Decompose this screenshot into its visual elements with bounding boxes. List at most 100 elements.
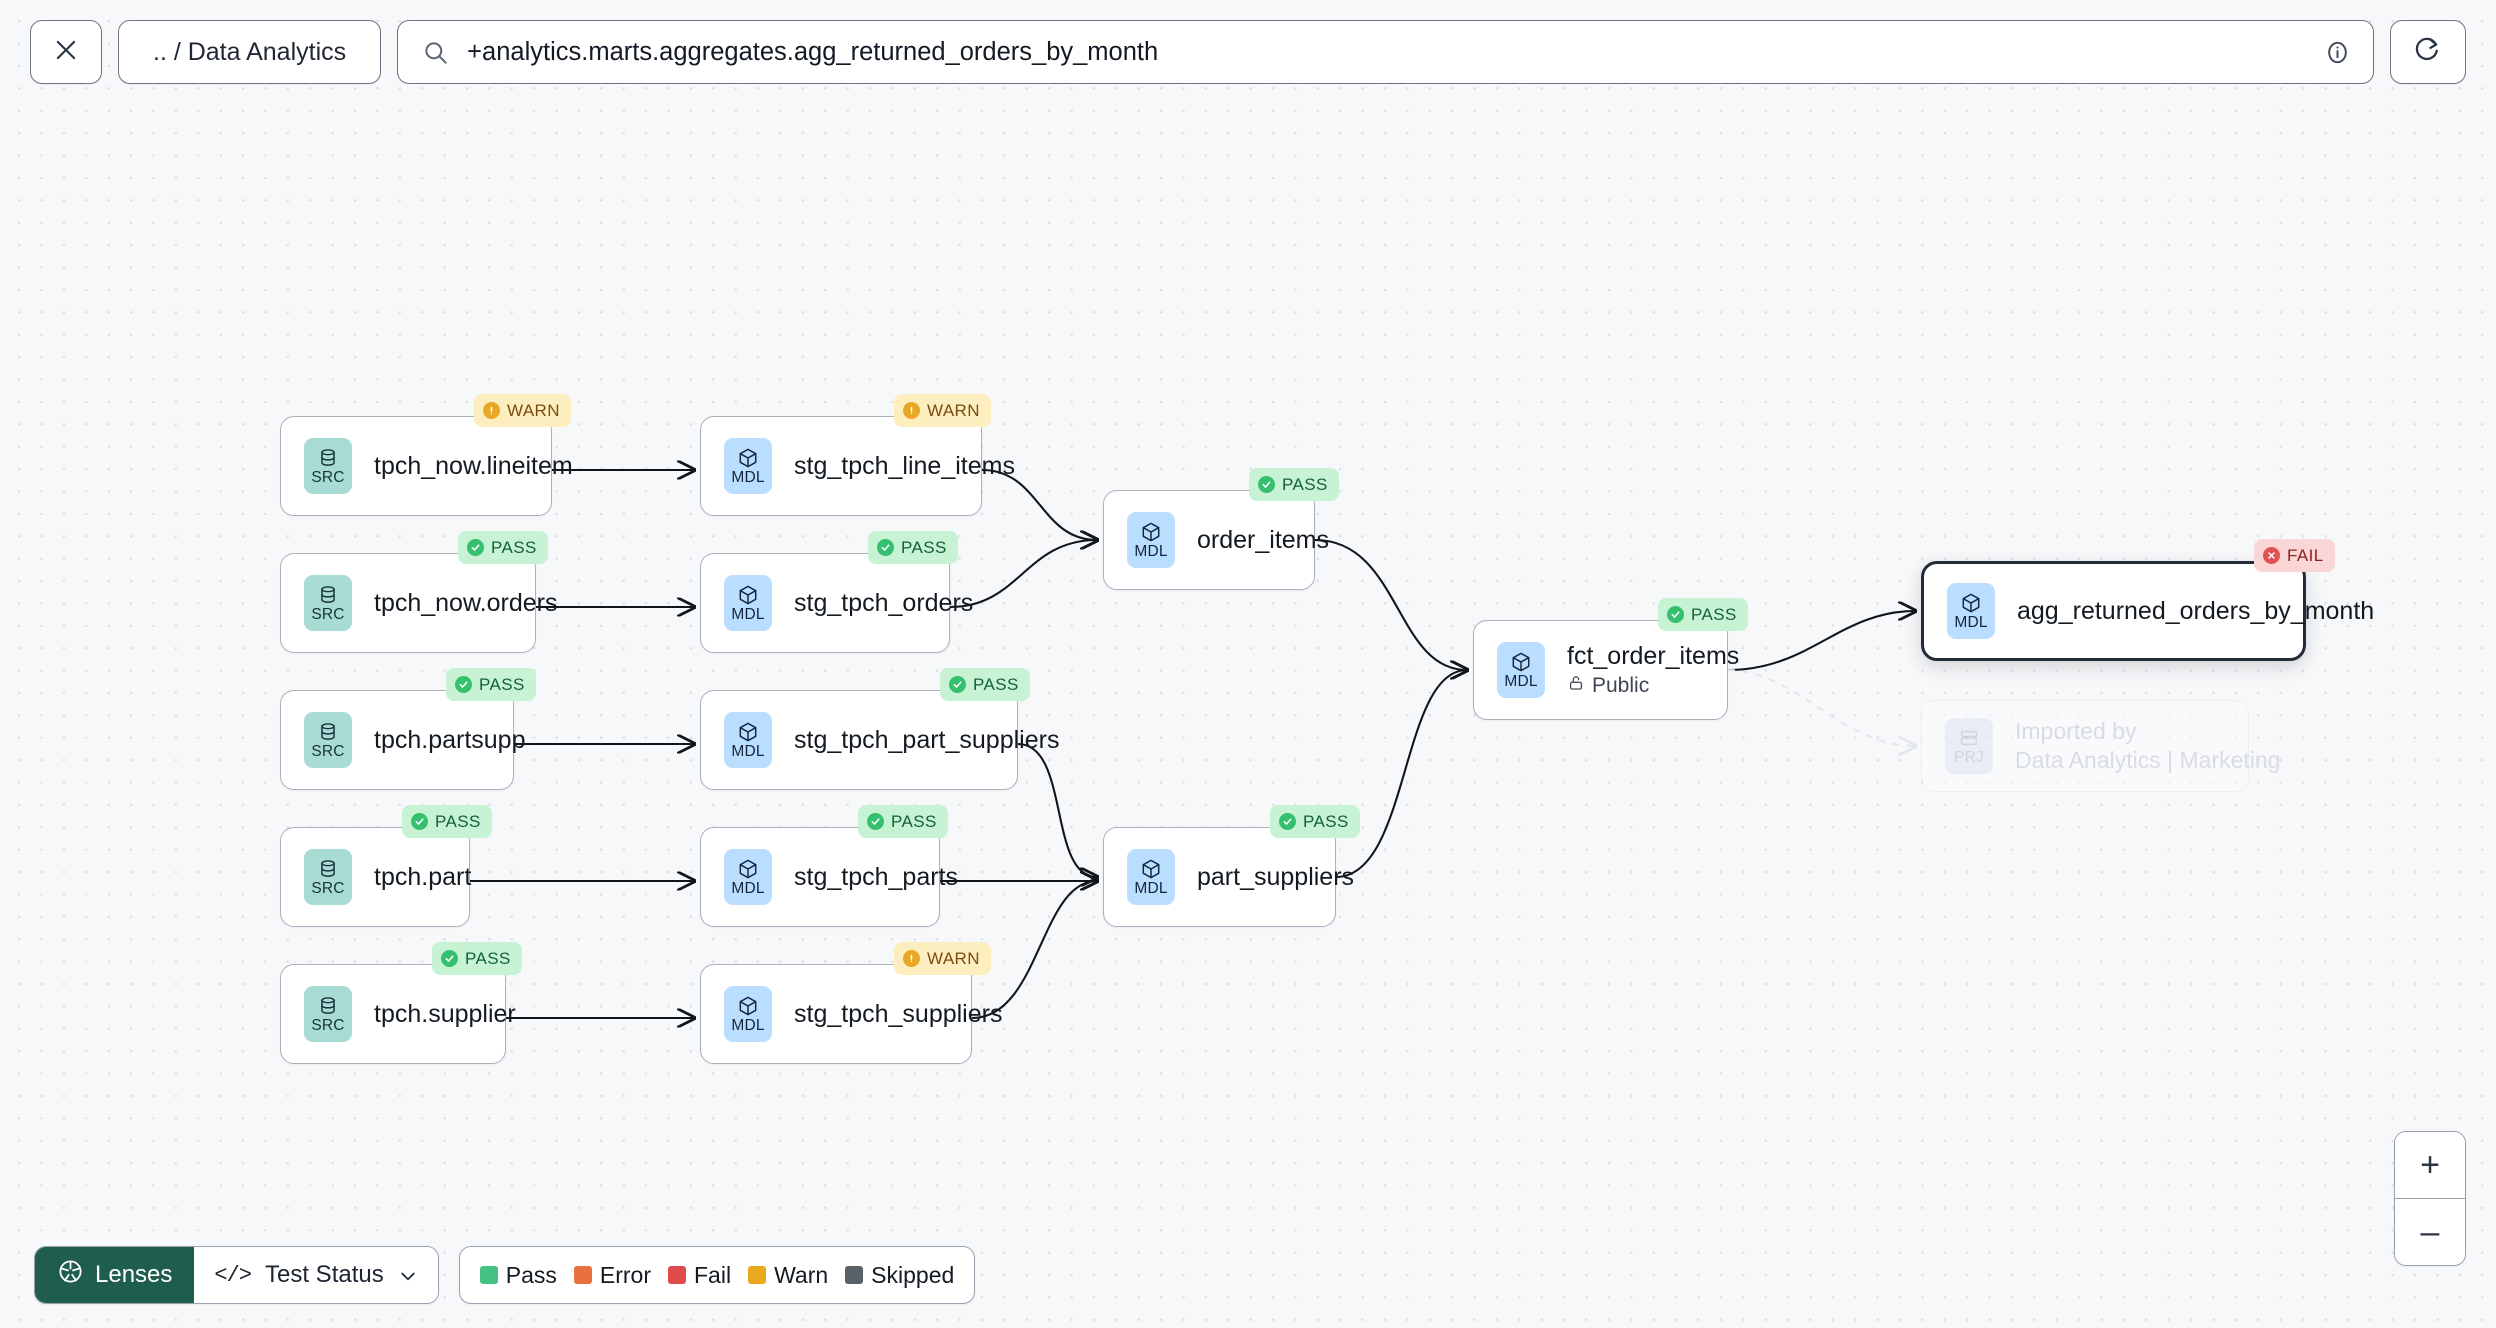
unlock-icon [1567, 674, 1585, 698]
node-label-group: tpch.partsupp [374, 726, 526, 755]
node-title: tpch_now.lineitem [374, 451, 573, 480]
status-pass-icon [949, 676, 966, 693]
node-kind-chip-src: SRC [304, 438, 352, 494]
status-badge-tpch_partsupp: PASS [446, 668, 536, 701]
legend-label: Warn [774, 1261, 829, 1288]
legend-swatch [845, 1266, 864, 1284]
lineage-node-tpch_supplier[interactable]: SRC tpch.supplier [280, 964, 516, 1064]
zoom-out-button[interactable]: – [2395, 1199, 2465, 1265]
status-badge-fct_order_items: PASS [1658, 598, 1748, 631]
node-label-group: stg_tpch_orders [794, 589, 973, 618]
node-kind-label: SRC [311, 879, 345, 897]
node-visibility: Public [1567, 674, 1739, 698]
node-kind-label: MDL [1954, 613, 1988, 631]
node-title: agg_returned_orders_by_month [2017, 596, 2375, 625]
search-icon [422, 39, 449, 66]
node-label-group: stg_tpch_part_suppliers [794, 726, 1059, 755]
status-badge-label: PASS [435, 811, 481, 831]
node-label-group: order_items [1197, 526, 1329, 555]
status-badge-label: PASS [465, 948, 511, 968]
status-legend: Pass Error Fail Warn Skipped [458, 1246, 976, 1304]
node-label-group: stg_tpch_parts [794, 863, 958, 892]
status-badge-label: PASS [891, 811, 937, 831]
node-kind-chip-mdl: MDL [1497, 642, 1545, 698]
node-label-group: tpch_now.lineitem [374, 452, 573, 481]
top-toolbar: .. / Data Analytics +analytics.marts.agg… [0, 0, 2496, 104]
zoom-in-button[interactable]: + [2395, 1131, 2465, 1198]
legend-item-skipped[interactable]: Skipped [845, 1262, 954, 1289]
node-kind-chip-mdl: MDL [1127, 849, 1175, 905]
lineage-node-tpch_partsupp[interactable]: SRC tpch.partsupp [280, 690, 526, 790]
bottom-toolbar: Lenses </> Test Status Pass Error Fail Warn… [34, 1246, 976, 1304]
cube-icon [737, 447, 759, 469]
node-kind-label: SRC [311, 742, 345, 760]
status-badge-label: PASS [491, 537, 537, 557]
legend-label: Error [599, 1261, 651, 1288]
status-badge-label: WARN [927, 948, 980, 968]
node-label-group: tpch_now.orders [374, 589, 557, 618]
legend-item-error[interactable]: Error [573, 1261, 651, 1289]
cube-icon [1140, 858, 1162, 880]
legend-item-fail[interactable]: Fail [668, 1262, 731, 1289]
node-label-group: part_suppliers [1197, 863, 1354, 892]
lineage-node-tpch_now_lineitem[interactable]: SRC tpch_now.lineitem [280, 416, 573, 516]
chevron-down-icon [398, 1265, 418, 1285]
status-badge-label: WARN [507, 400, 560, 420]
node-title: stg_tpch_parts [794, 862, 958, 891]
breadcrumb-button[interactable]: .. / Data Analytics [118, 20, 382, 84]
node-kind-label: MDL [1134, 879, 1168, 897]
lineage-node-tpch_now_orders[interactable]: SRC tpch_now.orders [280, 553, 557, 653]
refresh-button[interactable] [2390, 20, 2466, 84]
cube-icon [737, 858, 759, 880]
node-kind-chip-prj: PRJ [1945, 718, 1993, 774]
lineage-node-agg_returned_orders_by_month[interactable]: MDL agg_returned_orders_by_month [1921, 561, 2374, 661]
node-title: tpch_now.orders [374, 588, 558, 617]
legend-swatch [573, 1266, 592, 1284]
node-kind-chip-mdl: MDL [724, 986, 772, 1042]
lineage-node-part_suppliers[interactable]: MDL part_suppliers [1103, 827, 1354, 927]
cube-icon [737, 995, 759, 1017]
status-badge-tpch_supplier: PASS [432, 942, 522, 975]
node-subtitle: Data Analytics | Marketing [2015, 747, 2281, 774]
status-fail-icon [2263, 547, 2280, 564]
node-label-group: stg_tpch_line_items [794, 452, 1015, 481]
node-kind-label: MDL [731, 605, 765, 623]
legend-item-pass[interactable]: Pass [479, 1261, 557, 1289]
legend-swatch [479, 1266, 498, 1284]
node-kind-label: SRC [311, 605, 345, 623]
node-title: tpch.supplier [374, 999, 516, 1028]
status-badge-stg_tpch_part_suppliers: PASS [940, 668, 1030, 701]
node-kind-label: MDL [731, 1016, 765, 1034]
status-badge-stg_tpch_suppliers: WARN [894, 942, 991, 975]
node-title: stg_tpch_orders [794, 588, 974, 617]
cube-icon [1140, 521, 1162, 543]
legend-label: Pass [505, 1261, 557, 1288]
close-button[interactable] [30, 20, 102, 84]
status-badge-tpch_now_lineitem: WARN [474, 394, 571, 427]
lenses-button[interactable]: Lenses [35, 1247, 195, 1303]
lineage-search-bar[interactable]: +analytics.marts.aggregates.agg_returned… [397, 20, 2374, 84]
lineage-node-stg_tpch_orders[interactable]: MDL stg_tpch_orders [700, 553, 973, 653]
status-badge-label: FAIL [2287, 545, 2324, 565]
search-input[interactable]: +analytics.marts.aggregates.agg_returned… [467, 37, 1159, 66]
close-icon [52, 36, 80, 69]
node-kind-label: SRC [311, 1016, 345, 1034]
info-icon[interactable] [2324, 39, 2351, 66]
node-visibility-label: Public [1592, 673, 1650, 697]
test-status-dropdown[interactable]: </> Test Status [194, 1247, 438, 1303]
lenses-label: Lenses [95, 1261, 173, 1288]
status-badge-stg_tpch_parts: PASS [858, 805, 948, 838]
status-pass-icon [411, 813, 428, 830]
legend-item-warn[interactable]: Warn [748, 1262, 828, 1289]
node-title: stg_tpch_part_suppliers [794, 725, 1060, 754]
status-badge-label: PASS [901, 537, 947, 557]
